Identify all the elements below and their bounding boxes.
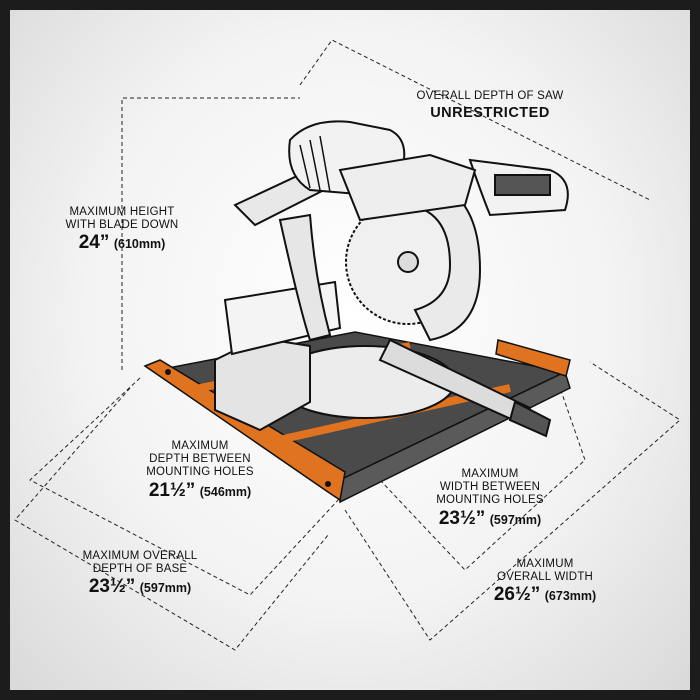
depth-base-value: 23½” xyxy=(88,576,136,598)
saw-base xyxy=(214,280,552,438)
width-holes-label: MAXIMUM WIDTH BETWEEN MOUNTING HOLES 23½… xyxy=(415,468,565,530)
overall-width-value: 26½” xyxy=(493,584,541,606)
motor-fins xyxy=(299,135,331,193)
handle-grip xyxy=(494,174,551,196)
depth-base-metric: (597mm) xyxy=(139,581,192,596)
width-holes-line2: WIDTH BETWEEN xyxy=(439,481,541,494)
saw-head xyxy=(233,120,569,342)
overall-width-metric: (673mm) xyxy=(544,589,597,604)
right-rail xyxy=(495,339,571,377)
depth-base-label: MAXIMUM OVERALL DEPTH OF BASE 23½” (597m… xyxy=(60,550,220,598)
depth-base-line1: MAXIMUM OVERALL xyxy=(82,550,198,562)
depth-of-saw-label: OVERALL DEPTH OF SAW UNRESTRICTED xyxy=(405,90,575,122)
height-metric: (610mm) xyxy=(113,237,166,252)
overall-width-label: MAXIMUM OVERALL WIDTH 26½” (673mm) xyxy=(470,558,620,606)
depth-holes-line2: DEPTH BETWEEN xyxy=(149,453,251,466)
head-body xyxy=(338,153,477,222)
depth-base-line2: DEPTH OF BASE xyxy=(92,563,188,576)
depth-of-saw-line1: OVERALL DEPTH OF SAW xyxy=(416,90,564,102)
pivot-arm xyxy=(278,213,332,342)
height-line2: WITH BLADE DOWN xyxy=(65,219,179,232)
depth-holes-dimension xyxy=(29,377,341,596)
width-holes-line3: MOUNTING HOLES xyxy=(436,494,544,507)
height-value: 24” xyxy=(78,232,110,254)
width-holes-dimension xyxy=(379,381,586,571)
depth-of-saw-line2: UNRESTRICTED xyxy=(430,105,550,122)
depth-holes-line1: MAXIMUM xyxy=(171,440,229,452)
overall-width-line1: MAXIMUM xyxy=(516,558,574,570)
miter-saw-illustration xyxy=(14,39,681,651)
width-holes-metric: (597mm) xyxy=(489,512,542,527)
depth-holes-metric: (546mm) xyxy=(199,484,252,499)
mounting-hole xyxy=(165,369,171,375)
miter-handle xyxy=(508,400,552,438)
depth-base-dimension xyxy=(14,387,329,651)
depth-holes-value: 21½” xyxy=(148,479,196,501)
width-holes-value: 23½” xyxy=(438,507,486,529)
arbor xyxy=(397,251,419,273)
dimension-lines xyxy=(14,39,681,651)
diagram-frame: OVERALL DEPTH OF SAW UNRESTRICTED MAXIMU… xyxy=(10,10,690,690)
width-holes-line1: MAXIMUM xyxy=(461,468,519,480)
left-rail xyxy=(143,359,346,502)
overall-width-line2: OVERALL WIDTH xyxy=(496,571,594,584)
mounting-hole xyxy=(325,481,331,487)
depth-holes-label: MAXIMUM DEPTH BETWEEN MOUNTING HOLES 21½… xyxy=(125,440,275,502)
height-label: MAXIMUM HEIGHT WITH BLADE DOWN 24” (610m… xyxy=(52,206,192,254)
depth-holes-line3: MOUNTING HOLES xyxy=(146,466,254,479)
overall-width-dimension xyxy=(344,361,681,641)
height-line1: MAXIMUM HEIGHT xyxy=(69,206,175,218)
